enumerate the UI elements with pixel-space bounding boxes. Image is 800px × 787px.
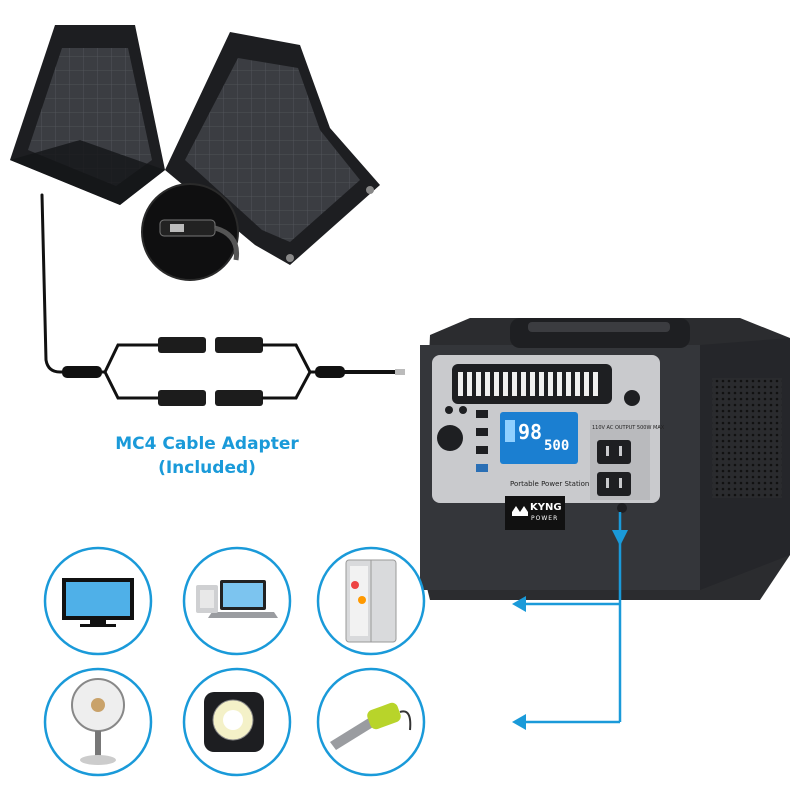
usb-ports-icon xyxy=(476,410,488,472)
lcd-screen xyxy=(500,412,578,464)
lcd-left-value: 98 xyxy=(518,420,543,444)
device-fridge xyxy=(316,546,426,656)
ac-outlet-icon xyxy=(597,472,631,496)
crown-icon xyxy=(512,506,528,516)
arrow-down-icon xyxy=(612,530,628,546)
mc4-caption: MC4 Cable Adapter (Included) xyxy=(92,432,322,480)
ac-outlet-icon xyxy=(597,440,631,464)
caption-line-2: (Included) xyxy=(158,458,256,478)
device-fan xyxy=(43,667,153,777)
device-lamp xyxy=(182,667,292,777)
power-station xyxy=(420,318,790,600)
connector-zoom-icon xyxy=(141,183,240,281)
caption-line-1: MC4 Cable Adapter xyxy=(115,434,299,454)
outlet-label: 110V AC OUTPUT 500W MAX xyxy=(592,425,665,431)
power-knob-icon xyxy=(437,425,463,451)
device-chainsaw xyxy=(316,667,426,777)
station-label: Portable Power Station xyxy=(510,480,590,488)
power-flow-lines xyxy=(512,512,628,730)
arrow-left-icon xyxy=(512,714,526,730)
brand-sub: POWER xyxy=(531,515,559,522)
brand-name: KYNG xyxy=(530,502,562,513)
led-bar-icon xyxy=(458,372,598,396)
arrow-left-icon xyxy=(512,596,526,612)
lcd-right-value: 500 xyxy=(544,438,570,454)
device-laptop xyxy=(182,546,292,656)
device-tv xyxy=(43,546,153,656)
mc4-cable-icon xyxy=(40,193,405,406)
